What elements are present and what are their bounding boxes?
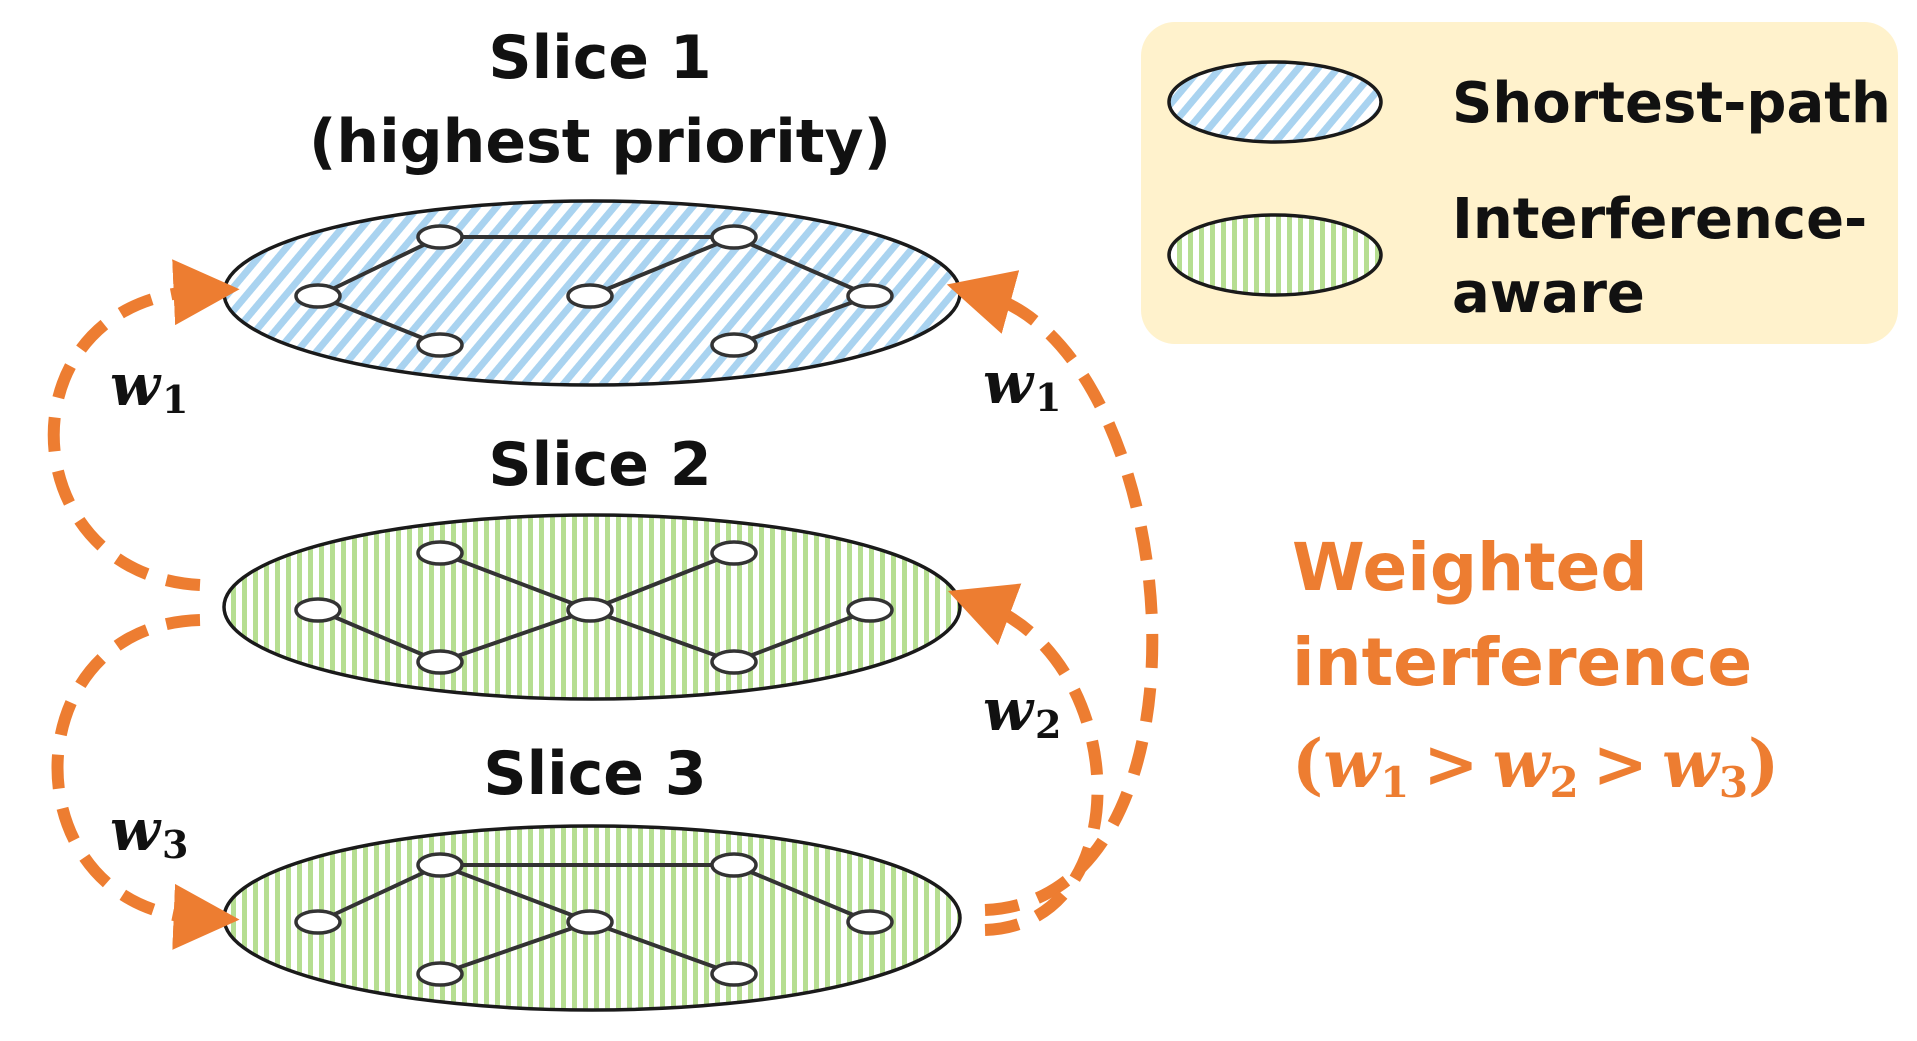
annotation-line-1: Weighted <box>1292 529 1648 606</box>
graph-node <box>710 961 758 987</box>
slice-1-title: Slice 1 <box>488 23 711 93</box>
arrow-slice2-to-slice3-left <box>51 614 240 950</box>
graph-edge <box>439 551 591 612</box>
graph-edge <box>317 608 441 664</box>
slice-2-nodes <box>294 540 894 675</box>
graph-edge <box>317 863 441 924</box>
slice-1-edges <box>317 235 871 347</box>
graph-node <box>710 224 758 250</box>
graph-edge <box>317 235 441 298</box>
legend-interference-aware-label-2: aware <box>1452 261 1645 326</box>
graph-edge <box>733 608 871 664</box>
graph-edge <box>439 863 591 924</box>
weight-w1-right: w1 <box>983 349 1061 420</box>
graph-node <box>566 597 614 623</box>
graph-node <box>710 540 758 566</box>
legend-shortest-path-swatch <box>1167 60 1383 144</box>
slice-3-layer <box>222 824 962 1012</box>
graph-node <box>710 649 758 675</box>
graph-edge <box>589 551 735 612</box>
interference-arrows <box>47 259 1159 950</box>
graph-node <box>416 224 464 250</box>
slice-1-layer <box>222 199 962 387</box>
graph-edge <box>733 863 871 924</box>
weight-w1-left: w1 <box>110 351 188 422</box>
slice-2-layer <box>222 513 962 701</box>
slice-2-edges <box>317 551 871 664</box>
slice-1-nodes <box>294 224 894 358</box>
arrow-slice3-to-slice1-right <box>946 270 1159 916</box>
graph-node <box>416 852 464 878</box>
graph-node <box>846 283 894 309</box>
slice-3-title: Slice 3 <box>483 739 706 809</box>
slice-3-nodes <box>294 852 894 987</box>
graph-node <box>566 283 614 309</box>
graph-node <box>710 852 758 878</box>
legend-interference-aware-swatch <box>1167 213 1383 297</box>
graph-node <box>294 597 342 623</box>
slice-3-edges <box>317 863 871 976</box>
graph-node <box>416 540 464 566</box>
arrow-slice2-to-slice1-left <box>47 259 240 591</box>
annotation-line-2: interference <box>1292 624 1752 701</box>
graph-edge <box>317 294 441 347</box>
graph-edge <box>589 920 735 976</box>
graph-node <box>846 909 894 935</box>
slice-2-title: Slice 2 <box>488 430 711 500</box>
graph-node <box>416 332 464 358</box>
graph-edge <box>589 608 735 664</box>
graph-node <box>846 597 894 623</box>
weight-w2: w2 <box>983 676 1061 747</box>
graph-node <box>294 909 342 935</box>
graph-edge <box>439 920 591 976</box>
graph-edge <box>439 608 591 664</box>
legend-interference-aware-label-1: Interference- <box>1452 187 1867 252</box>
graph-edge <box>733 294 871 347</box>
arrow-slice3-to-slice2-right <box>947 583 1104 936</box>
annotation-weight-order: (w1>w2>w3) <box>1292 725 1779 807</box>
graph-edge <box>589 235 735 298</box>
graph-node <box>294 283 342 309</box>
legend-shortest-path-label: Shortest-path <box>1452 71 1891 136</box>
graph-node <box>416 961 464 987</box>
legend: Shortest-path Interference- aware <box>1141 22 1898 344</box>
graph-node <box>416 649 464 675</box>
graph-node <box>566 909 614 935</box>
graph-node <box>710 332 758 358</box>
slice-1-subtitle: (highest priority) <box>309 107 891 177</box>
graph-edge <box>733 235 871 298</box>
weight-w3: w3 <box>110 796 188 867</box>
